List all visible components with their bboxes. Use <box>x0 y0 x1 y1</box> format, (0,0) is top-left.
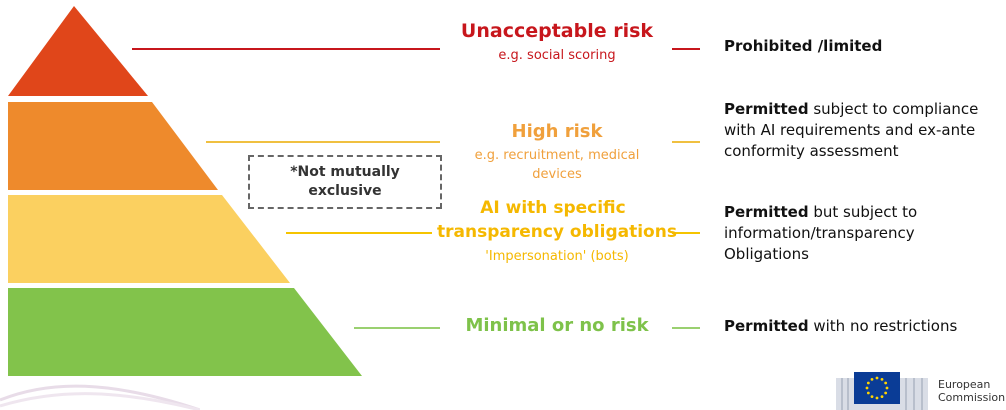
eu-star-icon <box>870 377 874 381</box>
pyramid-tier-minimal <box>8 288 362 376</box>
connector-right-unacceptable <box>672 48 700 50</box>
level-title-minimal: Minimal or no risk <box>465 315 649 336</box>
risk-pyramid <box>8 6 362 376</box>
connector-right-high <box>672 141 700 143</box>
desc-unacceptable: Prohibited /limited <box>724 36 882 57</box>
eu-star-icon <box>884 381 888 385</box>
eu-star-icon <box>875 396 879 400</box>
eu-star-icon <box>866 381 870 385</box>
eu-star-icon <box>884 391 888 395</box>
not-mutually-exclusive-note: *Not mutually exclusive <box>248 155 442 209</box>
european-commission-logo: European Commission <box>836 366 1006 410</box>
desc-transparency-rest: but subject to <box>808 203 918 221</box>
logo-line2: Commission <box>938 391 1006 404</box>
connector-right-minimal <box>672 327 700 329</box>
desc-unacceptable-rest: /limited <box>817 37 883 55</box>
level-title-transparency: AI with specific <box>480 198 626 218</box>
desc-minimal: Permitted with no restrictions <box>724 316 957 337</box>
desc-high-line2: with AI requirements and ex-ante <box>724 121 976 139</box>
desc-high-bold: Permitted <box>724 100 809 118</box>
pyramid-tier-transparency <box>8 195 290 283</box>
eu-star-icon <box>865 386 869 390</box>
level-subtitle-unacceptable: e.g. social scoring <box>498 48 616 63</box>
eu-star-icon <box>875 376 879 380</box>
level-subtitle-high-line2: devices <box>532 167 582 182</box>
building-icon <box>836 378 928 410</box>
desc-transparency-line2: information/transparency <box>724 224 915 242</box>
pyramid-tier-unacceptable <box>8 6 148 96</box>
connector-left-unacceptable <box>132 48 440 50</box>
level-subtitle-transparency: 'Impersonation' (bots) <box>485 249 629 264</box>
note-line1: *Not mutually <box>290 164 400 180</box>
connector-right-transparency <box>672 232 700 234</box>
desc-minimal-rest: with no restrictions <box>808 317 958 335</box>
desc-unacceptable-bold: Prohibited <box>724 37 818 55</box>
desc-high-line3: conformity assessment <box>724 142 899 160</box>
desc-minimal-bold: Permitted <box>724 317 809 335</box>
decorative-swirl <box>0 384 200 410</box>
desc-high: Permitted subject to compliance with AI … <box>724 99 978 162</box>
level-title-unacceptable: Unacceptable risk <box>460 20 654 42</box>
level-subtitle-high: e.g. recruitment, medical <box>474 148 640 163</box>
pyramid-tier-high <box>8 102 218 190</box>
eu-star-icon <box>880 395 884 399</box>
desc-transparency-line3: Obligations <box>724 245 809 263</box>
eu-star-icon <box>866 391 870 395</box>
note-line2: exclusive <box>308 183 382 199</box>
connector-left-transparency <box>286 232 432 234</box>
eu-star-icon <box>880 377 884 381</box>
connector-left-minimal <box>354 327 440 329</box>
desc-transparency-bold: Permitted <box>724 203 809 221</box>
connector-left-high <box>206 141 440 143</box>
level-title-high: High risk <box>511 121 603 142</box>
level-title-transparency-line2: transparency obligations <box>437 222 677 242</box>
desc-transparency: Permitted but subject to information/tra… <box>724 202 917 265</box>
eu-flag-icon <box>854 372 900 404</box>
logo-line1: European <box>938 378 991 391</box>
desc-high-rest: subject to compliance <box>808 100 979 118</box>
eu-star-icon <box>885 386 889 390</box>
eu-star-icon <box>870 395 874 399</box>
